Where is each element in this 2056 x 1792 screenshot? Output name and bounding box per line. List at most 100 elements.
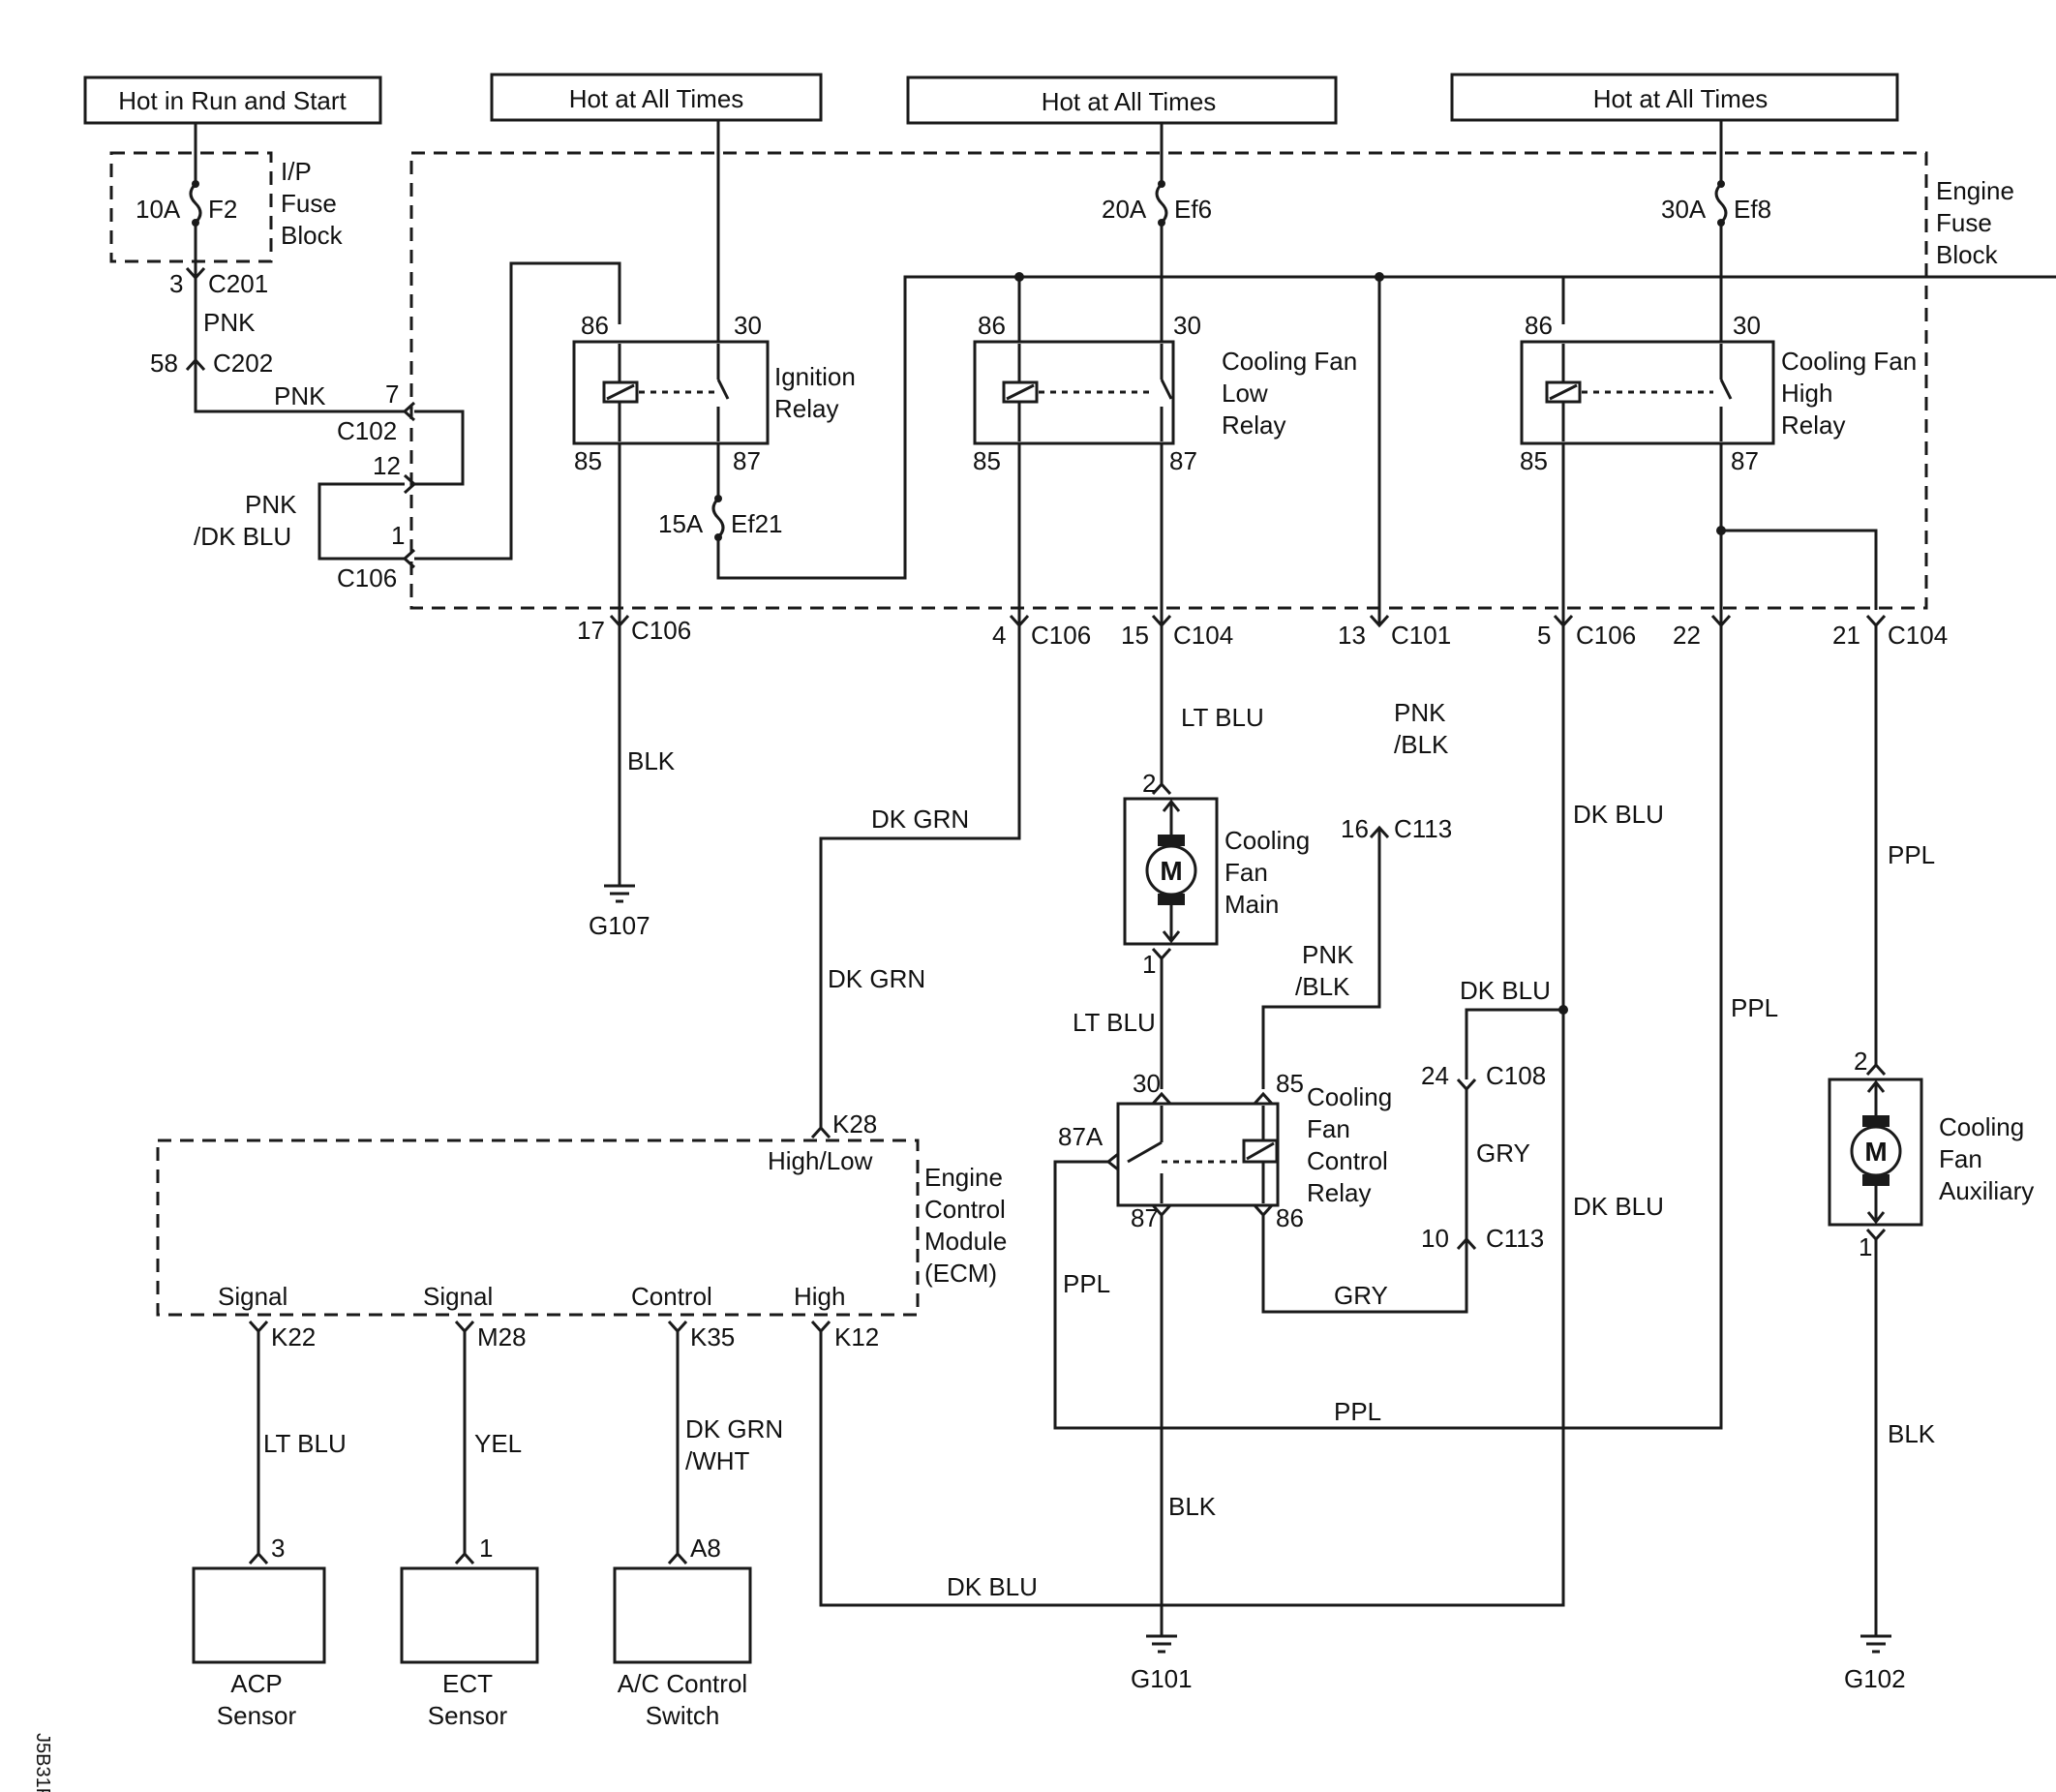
svg-text:2: 2	[1854, 1047, 1867, 1076]
svg-text:3: 3	[271, 1534, 285, 1563]
svg-text:15A: 15A	[658, 509, 704, 538]
svg-text:30A: 30A	[1661, 195, 1707, 224]
svg-text:Hot at All Times: Hot at All Times	[569, 84, 744, 113]
svg-text:PNK: PNK	[274, 381, 326, 410]
svg-text:87: 87	[733, 446, 761, 475]
svg-text:PNK: PNK	[1394, 698, 1446, 727]
svg-text:87: 87	[1731, 446, 1759, 475]
svg-text:PPL: PPL	[1888, 840, 1935, 869]
svg-text:Module: Module	[924, 1227, 1007, 1256]
fuse-ef6: 20A Ef6	[1102, 180, 1212, 227]
cooling-fan-main-motor: M Cooling Fan Main	[1123, 797, 1310, 946]
ip-fuse-block-outline	[109, 151, 273, 263]
svg-text:Ef6: Ef6	[1174, 195, 1212, 224]
fuse-ef8: 30A Ef8	[1661, 180, 1771, 227]
svg-text:Block: Block	[281, 221, 344, 250]
svg-text:Cooling: Cooling	[1225, 826, 1310, 855]
svg-text:C106: C106	[631, 616, 691, 645]
svg-text:Sensor: Sensor	[428, 1701, 508, 1730]
svg-text:C104: C104	[1888, 621, 1948, 650]
svg-text:86: 86	[978, 311, 1006, 340]
svg-text:Hot in Run and Start: Hot in Run and Start	[118, 86, 347, 115]
svg-text:BLK: BLK	[1888, 1419, 1936, 1448]
svg-text:22: 22	[1673, 621, 1701, 650]
svg-text:Hot at All Times: Hot at All Times	[1593, 84, 1769, 113]
svg-text:DK BLU: DK BLU	[1573, 800, 1664, 829]
cooling-fan-high-relay: 86 30 85 87 Cooling Fan High Relay	[1520, 311, 1917, 475]
ect-sensor: 1 ECT Sensor	[400, 1534, 539, 1730]
header-hot-at-all-times-2: Hot at All Times	[906, 76, 1338, 125]
svg-text:10: 10	[1421, 1224, 1449, 1253]
ecm-pin-k35: K35 DK GRN /WHT	[667, 1320, 783, 1554]
svg-text:13: 13	[1338, 621, 1366, 650]
svg-text:C106: C106	[1576, 621, 1636, 650]
svg-text:Relay: Relay	[1781, 410, 1845, 440]
svg-text:F2: F2	[208, 195, 237, 224]
motor-icon: M	[1864, 1137, 1887, 1167]
svg-text:C201: C201	[208, 269, 268, 298]
svg-text:/DK BLU: /DK BLU	[194, 522, 291, 551]
svg-text:Signal: Signal	[218, 1282, 287, 1311]
svg-text:Control: Control	[1307, 1146, 1388, 1175]
svg-text:GRY: GRY	[1334, 1281, 1388, 1310]
svg-text:C106: C106	[337, 563, 397, 592]
svg-text:PPL: PPL	[1334, 1397, 1381, 1426]
ip-fuse-block-label: I/P	[281, 157, 312, 186]
connector-row-bottom-of-fuse-block: 17 C106 4 C106 15 C104 13 C101 5 C106 22…	[577, 614, 1948, 650]
svg-text:1: 1	[479, 1534, 493, 1563]
svg-text:ECT: ECT	[442, 1669, 493, 1698]
ignition-relay: 86 30 85 87 Ignition Relay	[572, 311, 856, 475]
svg-text:G101: G101	[1131, 1664, 1193, 1693]
svg-text:1: 1	[1142, 950, 1156, 979]
svg-text:C104: C104	[1173, 621, 1233, 650]
svg-text:Control: Control	[924, 1195, 1006, 1224]
engine-fuse-block-label: Engine	[1936, 176, 2014, 205]
svg-text:M28: M28	[477, 1322, 527, 1352]
svg-text:17: 17	[577, 616, 605, 645]
svg-text:Fuse: Fuse	[281, 189, 337, 218]
svg-text:G107: G107	[589, 911, 650, 940]
svg-text:Cooling Fan: Cooling Fan	[1781, 347, 1917, 376]
svg-text:Block: Block	[1936, 240, 1999, 269]
svg-text:BLK: BLK	[627, 746, 676, 775]
svg-text:1: 1	[1859, 1232, 1872, 1261]
svg-text:(ECM): (ECM)	[924, 1259, 997, 1288]
svg-text:GRY: GRY	[1476, 1139, 1530, 1168]
svg-text:/WHT: /WHT	[685, 1446, 750, 1475]
svg-text:C202: C202	[213, 349, 273, 378]
svg-text:LT BLU: LT BLU	[1181, 703, 1264, 732]
ac-control-switch: A8 A/C Control Switch	[613, 1534, 752, 1730]
svg-text:2: 2	[1142, 769, 1156, 798]
svg-text:K12: K12	[834, 1322, 879, 1352]
svg-text:Ef21: Ef21	[731, 509, 783, 538]
svg-text:C113: C113	[1394, 814, 1452, 843]
ground-g101: G101	[1131, 1634, 1193, 1693]
motor-icon: M	[1160, 856, 1182, 886]
svg-text:Main: Main	[1225, 890, 1279, 919]
fuse-ef21: 15A Ef21	[658, 495, 783, 541]
svg-text:16: 16	[1341, 814, 1369, 843]
svg-text:Switch: Switch	[646, 1701, 720, 1730]
svg-text:Auxiliary: Auxiliary	[1939, 1176, 2034, 1205]
svg-text:DK BLU: DK BLU	[947, 1572, 1038, 1601]
svg-text:Ignition: Ignition	[774, 362, 856, 391]
svg-text:30: 30	[734, 311, 762, 340]
svg-text:K22: K22	[271, 1322, 316, 1352]
svg-text:86: 86	[581, 311, 609, 340]
svg-text:24: 24	[1421, 1061, 1449, 1090]
svg-text:K28: K28	[832, 1109, 877, 1139]
svg-text:DK GRN: DK GRN	[685, 1414, 783, 1443]
svg-text:C101: C101	[1391, 621, 1451, 650]
svg-text:C106: C106	[1031, 621, 1091, 650]
svg-text:High: High	[1781, 379, 1832, 408]
header-hot-at-all-times-3: Hot at All Times	[1450, 73, 1899, 122]
svg-text:A/C Control: A/C Control	[618, 1669, 747, 1698]
ecm-pin-k12: K12 DK BLU	[810, 625, 1565, 1607]
svg-text:58: 58	[150, 349, 178, 378]
ecm-pin-m28: M28 YEL	[454, 1320, 527, 1554]
svg-text:DK BLU: DK BLU	[1460, 976, 1551, 1005]
svg-text:85: 85	[574, 446, 602, 475]
connector-c102	[402, 401, 416, 422]
header-hot-in-run-start: Hot in Run and Start	[83, 76, 382, 125]
